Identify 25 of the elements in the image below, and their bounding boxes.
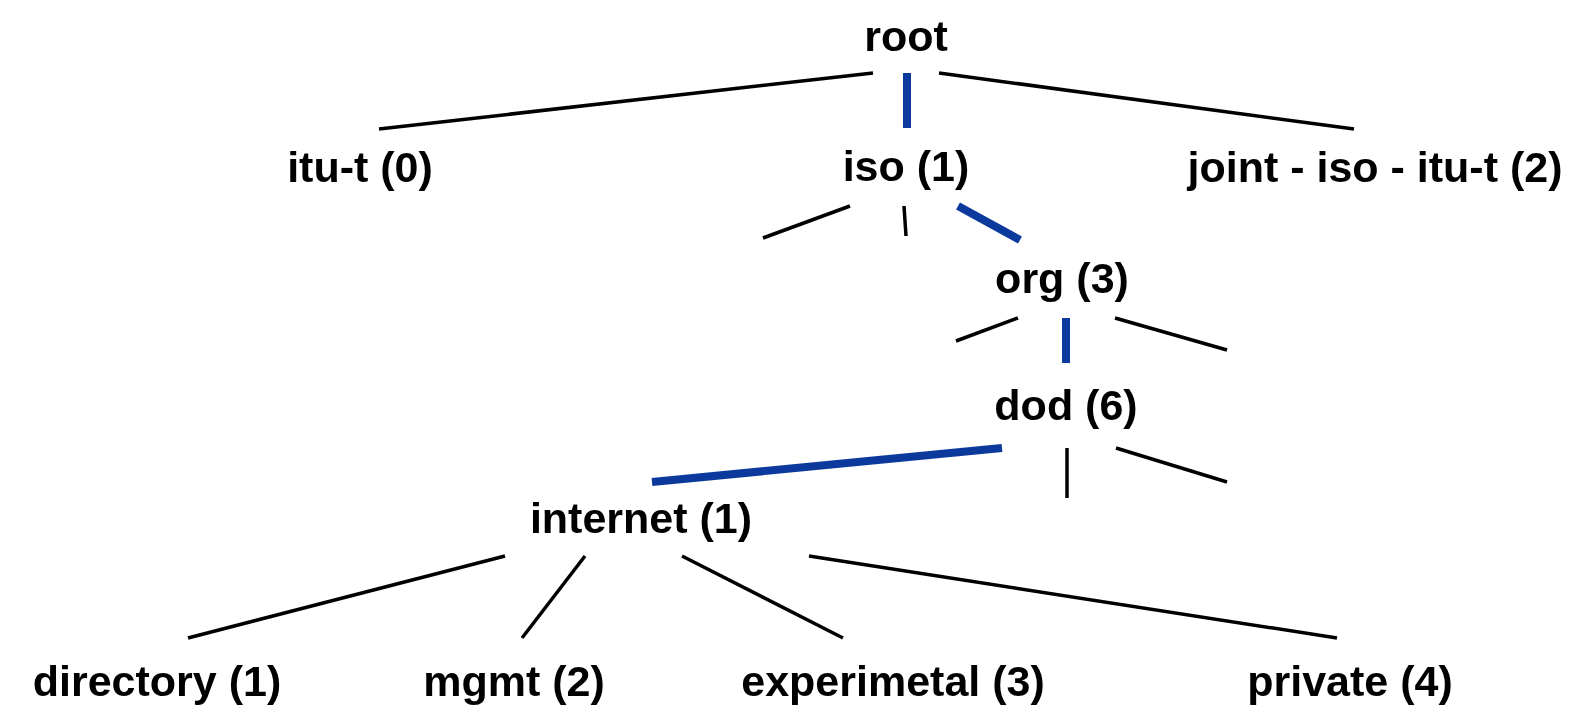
tree-line — [1114, 316, 1228, 352]
node-label: root — [864, 11, 948, 62]
node-label: mgmt (2) — [423, 657, 605, 707]
node-label: org (3) — [995, 254, 1129, 304]
tree-line — [938, 71, 1355, 131]
node-label: itu-t (0) — [287, 142, 433, 193]
node-label: iso (1) — [842, 142, 970, 192]
tree-line — [651, 444, 1003, 486]
tree-line — [808, 554, 1338, 640]
tree-line — [520, 554, 587, 640]
node-label: internet (1) — [529, 494, 753, 544]
tree-line — [1115, 446, 1228, 484]
node-label: joint - iso - itu-t (2) — [1187, 142, 1563, 193]
tree-line — [956, 202, 1022, 244]
node-label: dod (6) — [994, 380, 1138, 431]
tree-line — [955, 316, 1019, 343]
tree-line — [902, 205, 908, 237]
tree-line — [762, 204, 851, 240]
tree-line — [378, 71, 874, 131]
node-label: directory (1) — [32, 657, 282, 707]
tree-line — [187, 554, 506, 640]
tree-line — [681, 554, 844, 640]
node-label: private (4) — [1247, 657, 1453, 707]
node-label: experimetal (3) — [741, 657, 1045, 707]
tree-line — [1065, 448, 1069, 498]
